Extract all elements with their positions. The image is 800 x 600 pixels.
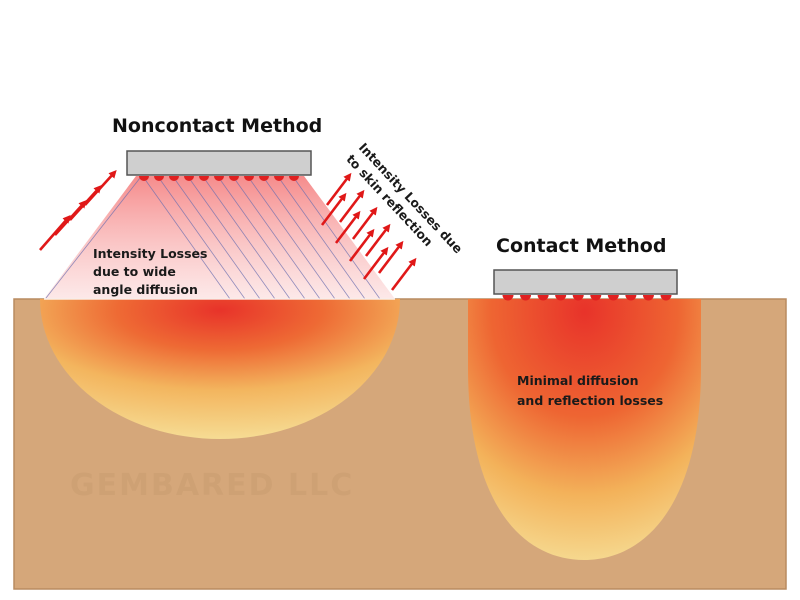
- contact-diode: [520, 295, 532, 301]
- beam-ray: [143, 177, 231, 300]
- beam-ray: [218, 177, 306, 300]
- reflection-arrow: [338, 189, 365, 223]
- noncontact-method-title: Noncontact Method: [112, 115, 322, 137]
- reflection-arrow: [348, 228, 375, 262]
- reflection-arrow: [320, 192, 347, 226]
- reflection-arrow: [84, 170, 117, 206]
- contact-diode: [537, 295, 549, 301]
- right-reflection-arrows: [320, 172, 417, 291]
- reflection-loss-line-1: Intensity Losses due: [356, 140, 466, 256]
- noncontact-diode: [184, 176, 194, 181]
- beam-ray: [203, 177, 291, 300]
- contact-diode: [660, 295, 672, 301]
- noncontact-heat-zone: [40, 299, 400, 439]
- reflection-arrow: [325, 172, 352, 206]
- noncontact-diode: [259, 176, 269, 181]
- noncontact-device: [126, 150, 312, 176]
- beam-ray: [188, 177, 276, 300]
- contact-effect-line-2: and reflection losses: [517, 393, 663, 408]
- contact-diode: [502, 295, 514, 301]
- contact-diode: [642, 295, 654, 301]
- svg-text:Intensity Losses due to: Intensity Losses due to skin reflection: [343, 140, 468, 271]
- beam-ray: [278, 177, 366, 300]
- reflection-arrow: [334, 210, 361, 244]
- contact-method-title: Contact Method: [496, 235, 666, 257]
- reflection-loss-note: Intensity Losses due to skin reflection: [343, 140, 468, 271]
- noncontact-diode: [139, 176, 149, 181]
- noncontact-diode: [289, 176, 299, 181]
- contact-heat-zone: [468, 299, 701, 560]
- diffusion-loss-note: Intensity Losses due to wide angle diffu…: [93, 246, 212, 297]
- contact-device: [493, 269, 678, 295]
- contact-effect-line-1: Minimal diffusion: [517, 373, 638, 388]
- reflection-arrow: [377, 240, 404, 274]
- reflection-arrow: [39, 214, 71, 251]
- watermark: GEMBARED LLC: [70, 468, 354, 503]
- contact-diode: [572, 295, 584, 301]
- contact-diode-array: [502, 295, 672, 301]
- contact-diode: [607, 295, 619, 301]
- noncontact-diode: [229, 176, 239, 181]
- beam-ray: [263, 177, 351, 300]
- beam-ray: [248, 177, 336, 300]
- diffusion-loss-line-2: due to wide: [93, 264, 176, 279]
- diffusion-loss-line-1: Intensity Losses: [93, 246, 207, 261]
- noncontact-diode: [199, 176, 209, 181]
- reflection-arrow: [364, 223, 391, 257]
- noncontact-diode: [169, 176, 179, 181]
- contact-diode: [590, 295, 602, 301]
- beam-ray: [158, 177, 246, 300]
- noncontact-diode: [154, 176, 164, 181]
- contact-effect-note: Minimal diffusion and reflection losses: [517, 373, 663, 408]
- diffusion-loss-line-3: angle diffusion: [93, 282, 198, 297]
- beam-ray: [45, 177, 141, 299]
- noncontact-diode: [214, 176, 224, 181]
- noncontact-diode-array: [139, 176, 299, 181]
- reflection-arrow: [362, 246, 389, 280]
- noncontact-diode: [244, 176, 254, 181]
- reflection-arrow: [390, 257, 417, 291]
- reflection-arrow: [351, 206, 378, 240]
- contact-diode: [625, 295, 637, 301]
- noncontact-beam: [44, 176, 395, 299]
- noncontact-diode: [274, 176, 284, 181]
- beam-ray: [233, 177, 321, 300]
- contact-diode: [555, 295, 567, 301]
- left-reflection-arrows: [39, 170, 117, 251]
- noncontact-beam-rays: [45, 177, 381, 300]
- beam-ray: [173, 177, 261, 300]
